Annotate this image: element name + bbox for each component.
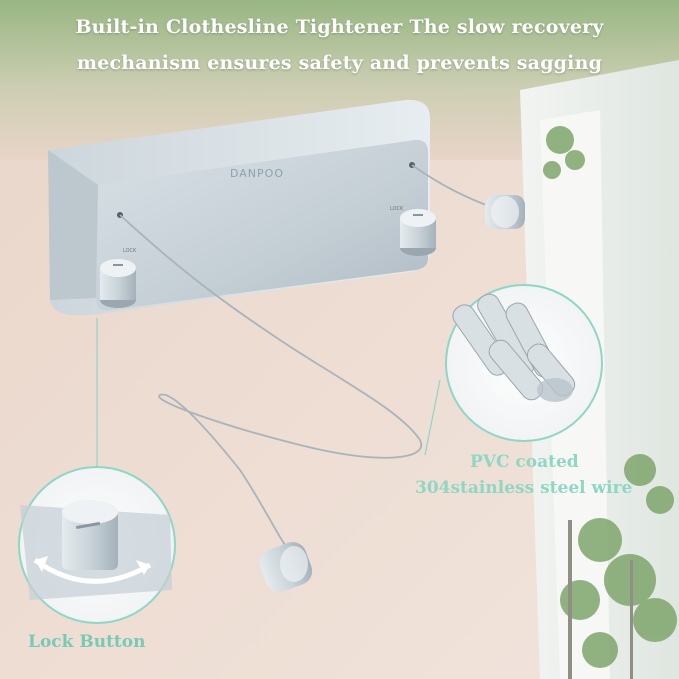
lock-knob-right[interactable] xyxy=(400,209,436,256)
lock-knob-left[interactable] xyxy=(100,259,136,308)
wire-end-cap-right[interactable] xyxy=(485,195,525,229)
rotate-arrow-icon xyxy=(33,557,152,584)
headline-line-1: Built-in Clothesline Tightener The slow … xyxy=(75,16,604,38)
wire-end-cap-hanging[interactable] xyxy=(256,538,316,596)
lock-button-callout: Lock Button xyxy=(28,632,146,652)
clothesline-box xyxy=(48,99,430,316)
wire-callout-line-1: PVC coated xyxy=(470,452,579,472)
brand-logo: DANPOO xyxy=(230,167,284,180)
wire-callout-line-2: 304stainless steel wire xyxy=(415,478,633,498)
headline-line-2: mechanism ensures safety and prevents sa… xyxy=(76,52,603,74)
wire-cross-section-zoom xyxy=(424,284,603,456)
lock-mark-right: LOCK xyxy=(390,206,404,212)
lock-mark-left: LOCK xyxy=(123,248,137,254)
lock-button-zoom xyxy=(18,318,176,624)
